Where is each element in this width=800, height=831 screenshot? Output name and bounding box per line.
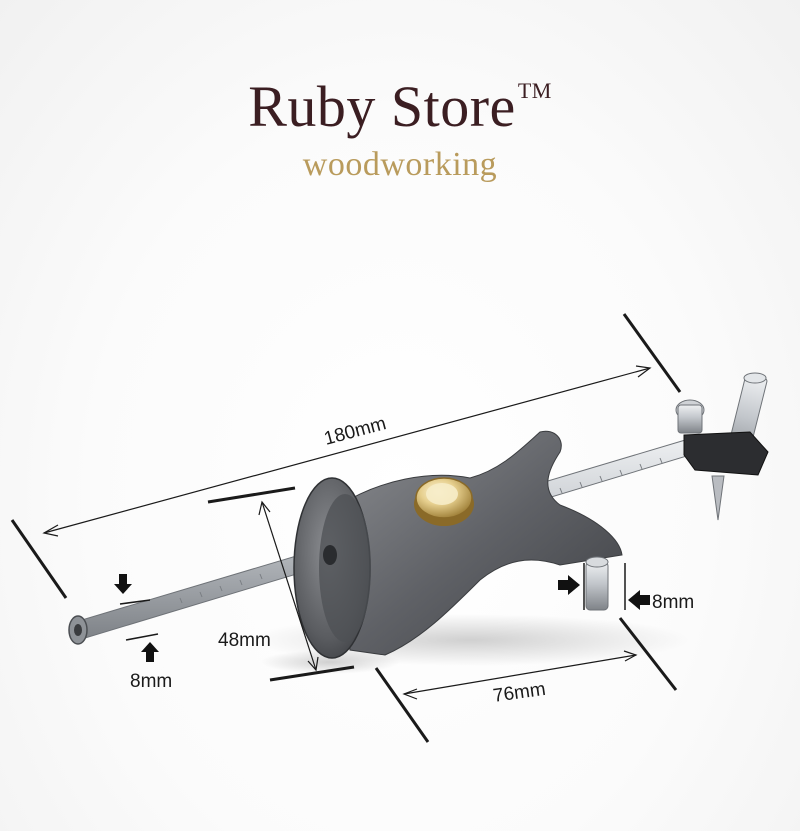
rod-scale — [179, 457, 663, 604]
dim-label-8-pin: 8mm — [652, 592, 694, 613]
fence-shadow — [260, 650, 400, 674]
arrow-down-icon — [114, 574, 132, 594]
dim-8-rod-tick-bottom — [125, 633, 159, 641]
dim-180-ext-left — [10, 519, 68, 599]
dimension-arrows — [114, 574, 650, 662]
fence-disc — [293, 477, 371, 659]
dim-48-ext-bottom — [269, 665, 355, 682]
dim-label-48: 48mm — [218, 630, 271, 651]
brand-name: Ruby Store — [248, 74, 516, 139]
lock-pin — [585, 556, 609, 611]
brand-header: Ruby StoreTM woodworking — [0, 78, 800, 184]
dim-76-line — [403, 654, 637, 695]
dim-48-line — [261, 501, 317, 671]
fence-body — [339, 430, 623, 656]
rod-end-cap — [68, 615, 88, 645]
arrow-left-icon — [628, 590, 650, 610]
dim-180-ext-right — [622, 313, 682, 393]
dim-label-180: 180mm — [322, 413, 389, 450]
dim-76-ext-right — [618, 617, 678, 691]
dim-label-76: 76mm — [492, 679, 547, 707]
dim-180-line — [43, 367, 651, 534]
brass-thumb-screw — [414, 477, 474, 526]
dim-48-ext-top — [207, 486, 296, 504]
brand-title: Ruby StoreTM — [248, 78, 552, 136]
dim-label-8-rod: 8mm — [130, 671, 172, 692]
cutter-head — [675, 372, 769, 521]
dim-76-ext-left — [374, 667, 430, 743]
arrow-up-icon — [141, 642, 159, 662]
arrow-right-icon — [558, 575, 580, 595]
trademark-mark: TM — [517, 78, 552, 103]
dim-8-rod-tick-top — [119, 599, 151, 605]
dimension-annotations — [10, 313, 682, 743]
brand-tagline: woodworking — [302, 146, 498, 183]
